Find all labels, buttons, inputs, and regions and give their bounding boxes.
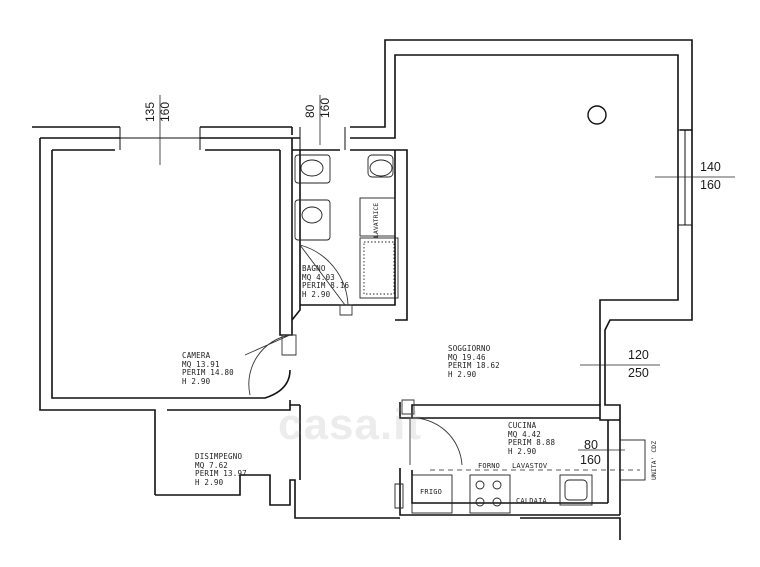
room-label-camera: CAMERA MQ 13.91 PERIM 14.80 H 2.90 (182, 351, 234, 386)
room-area: MQ 19.46 (448, 352, 486, 362)
watermark: casa.it (278, 400, 422, 449)
room-area: MQ 7.62 (195, 460, 229, 470)
dim-bagno-window: 80 (303, 105, 317, 118)
dim-bottom: 160 (318, 97, 332, 118)
wall (599, 225, 679, 405)
dim-cucina-window-top: 80 (584, 438, 598, 452)
dim-soggiorno-door-top: 120 (628, 348, 649, 362)
dim-top: 80 (303, 104, 317, 118)
kitchen-sink (559, 474, 593, 506)
room-height: H 2.90 (302, 289, 331, 299)
fridge (411, 474, 453, 514)
wall (399, 402, 620, 421)
wall (520, 517, 621, 540)
wall (167, 400, 291, 411)
wall (32, 39, 693, 135)
door-cucina (409, 417, 463, 466)
room-name: DISIMPEGNO (195, 452, 243, 461)
room-height: H 2.90 (195, 477, 224, 487)
room-area: MQ 4.42 (508, 429, 542, 439)
wall (604, 130, 693, 515)
wall (290, 404, 301, 480)
room-label-cucina: CUCINA MQ 4.42 PERIM 8.88 H 2.90 (508, 421, 556, 456)
window (678, 129, 692, 226)
door-camera (244, 334, 291, 396)
dim-top: 135 (143, 101, 157, 122)
label-frigo: FRIGO (420, 488, 443, 496)
washer (359, 197, 396, 237)
room-name: CUCINA (508, 421, 537, 430)
room-height: H 2.90 (182, 376, 211, 386)
bidet (294, 199, 331, 241)
dim-bottom: 160 (158, 101, 172, 122)
room-perim: PERIM 13.97 (195, 469, 247, 478)
room-name: SOGGIORNO (448, 344, 491, 353)
room-label-soggiorno: SOGGIORNO MQ 19.46 PERIM 18.62 H 2.90 (448, 344, 500, 379)
door-bagno (299, 244, 349, 306)
dim-cucina-window-bottom: 160 (580, 453, 601, 467)
column (587, 105, 607, 125)
wall (40, 54, 679, 139)
room-label-disimpegno: DISIMPEGNO MQ 7.62 PERIM 13.97 H 2.90 (195, 452, 247, 487)
dim-camera-window: 135 (143, 102, 157, 122)
room-name: CAMERA (182, 351, 211, 360)
room-perim: PERIM 8.88 (508, 438, 556, 447)
label-unita-cdz: UNITA' CDZ (650, 440, 658, 480)
room-height: H 2.90 (448, 369, 477, 379)
room-area: MQ 4.03 (302, 272, 336, 282)
hob (469, 474, 511, 514)
label-lavatrice: LAVATRICE (372, 202, 380, 238)
room-name: BAGNO (302, 264, 326, 273)
room-perim: PERIM 14.80 (182, 368, 234, 377)
wall (279, 138, 293, 336)
label-forno: FORNO (478, 462, 501, 470)
dim-bagno-window-bottom: 160 (318, 98, 332, 118)
label-lavastov: LAVASTOV (512, 462, 548, 470)
dim-camera-window-bottom: 160 (158, 102, 172, 122)
shower (359, 237, 399, 299)
toilet (369, 159, 393, 177)
window (299, 127, 346, 150)
room-height: H 2.90 (508, 446, 537, 456)
wall (291, 150, 301, 321)
dim-soggiorno-door-bottom: 250 (628, 366, 649, 380)
room-perim: PERIM 18.62 (448, 361, 500, 370)
room-perim: PERIM 8.16 (302, 281, 350, 290)
threshold (394, 483, 404, 509)
sink (294, 154, 331, 184)
ac-unit (619, 439, 646, 481)
wall (155, 474, 400, 519)
room-area: MQ 13.91 (182, 359, 220, 369)
label-caldaia: CALDAIA (516, 497, 547, 505)
dim-soggiorno-window-bottom: 160 (700, 178, 721, 192)
door-frame (281, 304, 415, 415)
dim-soggiorno-window-top: 140 (700, 160, 721, 174)
toilet-tank (367, 154, 394, 178)
room-label-bagno: BAGNO MQ 4.03 PERIM 8.16 H 2.90 (302, 264, 350, 299)
wall (39, 138, 156, 495)
wall (51, 150, 291, 399)
